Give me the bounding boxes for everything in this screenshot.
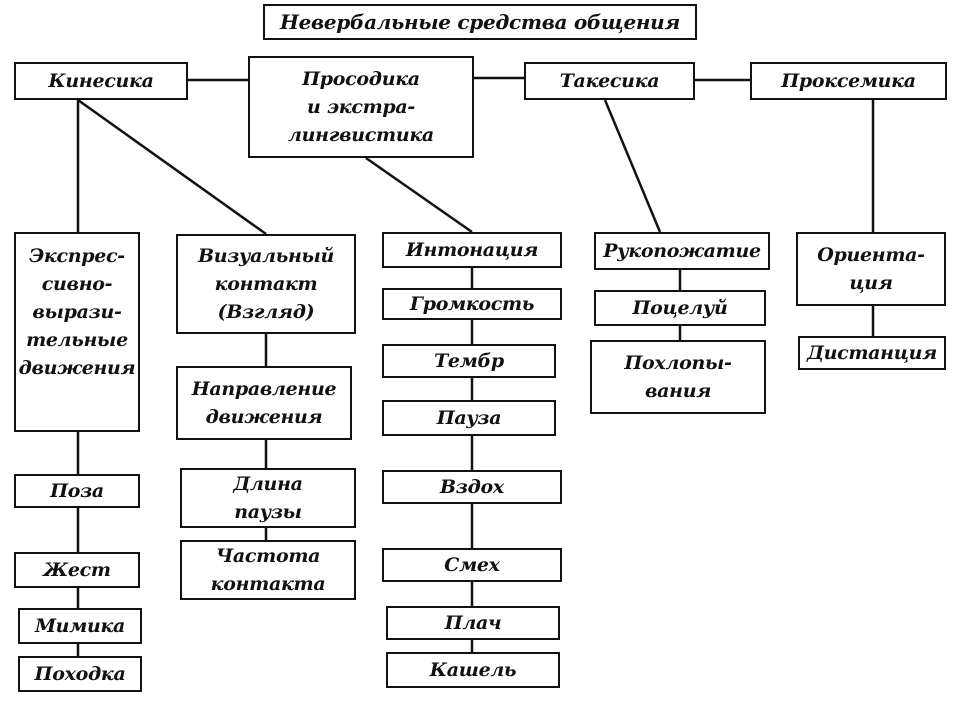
prosodika-item-loudness: Громкость xyxy=(382,288,562,320)
takesika-item-kiss: Поцелуй xyxy=(594,290,766,326)
prosodika-item-intonation: Интонация xyxy=(382,232,562,268)
visual-item-direction: Направление движения xyxy=(176,366,352,440)
prosodika-item-pause: Пауза xyxy=(382,400,556,436)
takesika-item-patting: Похлопы- вания xyxy=(590,340,766,414)
prosodika-item-timbre: Тембр xyxy=(382,344,556,378)
kinesika-item-pose: Поза xyxy=(14,474,140,508)
prosodika-item-sigh: Вздох xyxy=(382,470,562,504)
category-proksemika: Проксемика xyxy=(750,62,947,100)
diagram-title: Невербальные средства общения xyxy=(263,4,697,40)
visual-contact: Визуальный контакт (Взгляд) xyxy=(176,234,356,334)
proksemika-item-orientation: Ориента- ция xyxy=(796,232,946,306)
kinesika-item-gesture: Жест xyxy=(14,552,140,588)
visual-item-frequency: Частота контакта xyxy=(180,540,356,600)
category-prosodika: Просодика и экстра- лингвистика xyxy=(248,56,474,158)
expressive-movements: Экспрес- сивно- вырази- тельные движения xyxy=(14,232,140,432)
kinesika-item-mimicry: Мимика xyxy=(18,608,142,644)
takesika-item-handshake: Рукопожатие xyxy=(594,232,770,270)
prosodika-item-cough: Кашель xyxy=(386,652,560,688)
kinesika-item-gait: Походка xyxy=(18,656,142,692)
proksemika-item-distance: Дистанция xyxy=(798,336,946,370)
category-takesika: Такесика xyxy=(524,62,695,100)
prosodika-item-crying: Плач xyxy=(386,606,560,640)
category-kinesika: Кинесика xyxy=(14,62,188,100)
visual-item-pause-length: Длина паузы xyxy=(180,468,356,528)
prosodika-item-laugh: Смех xyxy=(382,548,562,582)
